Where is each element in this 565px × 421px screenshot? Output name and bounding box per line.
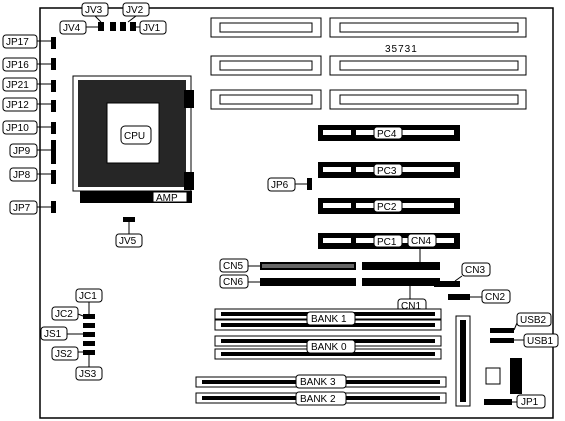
amp-label: AMP: [156, 193, 178, 204]
jumper-label: JP9: [13, 146, 31, 157]
jumper-label: JP17: [6, 37, 29, 48]
cn-connectors: [260, 262, 470, 300]
connector-label: CN6: [223, 277, 243, 288]
usb-label: USB2: [520, 315, 547, 326]
memory-bank-label: BANK 3: [300, 377, 336, 388]
jumper-label: JV4: [63, 23, 81, 34]
connector-label: CN4: [411, 236, 431, 247]
jumper-label: JS2: [55, 349, 73, 360]
jumper-label: JP1: [521, 397, 539, 408]
pci-slot-label: PC1: [377, 237, 397, 248]
cpu-socket: CPU: [72, 75, 194, 192]
jumper-label: JV1: [143, 23, 161, 34]
jumper-label: JV2: [126, 5, 144, 16]
jumper-label: JP7: [13, 203, 31, 214]
pci-slot-label: PC2: [377, 202, 397, 213]
memory-bank-label: BANK 2: [300, 394, 336, 405]
cpu-label: CPU: [124, 131, 145, 142]
jc-js-cluster: [83, 314, 95, 355]
jumper-label: JV5: [119, 236, 137, 247]
pci-labels: PC4 PC3 PC2 PC1: [373, 126, 403, 248]
memory-bank-label: BANK 0: [311, 342, 347, 353]
connector-label: CN5: [223, 261, 243, 272]
isa-slots: [210, 17, 527, 110]
jumper-label: JP8: [13, 170, 31, 181]
jumper-label: JC1: [79, 291, 97, 302]
jumper-label: JS1: [44, 329, 62, 340]
pci-slot-label: PC3: [377, 166, 397, 177]
board-id: 35731: [385, 44, 418, 55]
connector-label: CN2: [485, 292, 505, 303]
jumper-label: JP16: [6, 60, 29, 71]
pci-slot-label: PC4: [377, 129, 397, 140]
left-jumper-leaders: [37, 40, 51, 208]
top-jumpers: JV3 JV2 JV4 JV1: [59, 2, 167, 35]
jumper-label: JP21: [6, 80, 29, 91]
connector-label: CN1: [401, 301, 421, 312]
left-jumper-blocks: [51, 37, 56, 213]
usb-label: USB1: [527, 336, 554, 347]
jumper-label: JV3: [85, 5, 103, 16]
jumper-label: JP10: [6, 123, 29, 134]
left-jumper-labels: JP17 JP16 JP21 JP12 JP10 JP9 JP8 JP7: [2, 34, 38, 215]
jumper-label: JC2: [55, 309, 73, 320]
memory-bank-label: BANK 1: [311, 314, 347, 325]
jumper-label: JP12: [6, 100, 29, 111]
jumper-label: JP6: [271, 180, 289, 191]
connector-label: CN3: [465, 265, 485, 276]
jumper-label: JS3: [79, 369, 97, 380]
